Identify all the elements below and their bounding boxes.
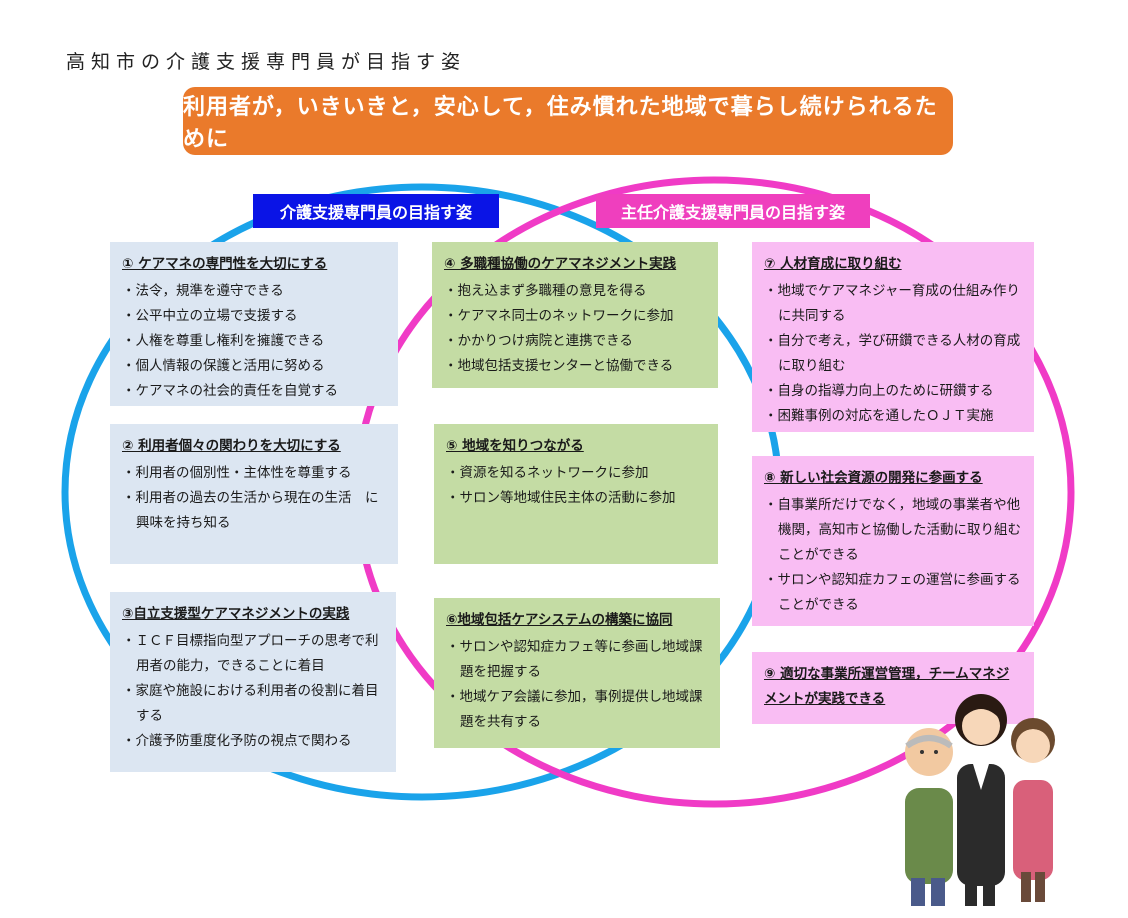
box-4-heading: ④ 多職種協働のケアマネジメント実践 [444,256,677,272]
box-2-item: ・利用者の過去の生活から現在の生活 に興味を持ち知る [122,490,379,531]
box-8-item: ・自事業所だけでなく，地域の事業者や他機関，高知市と協働した活動に取り組むことが… [764,497,1021,563]
people-illustration [905,694,1055,906]
box-7-item: ・困難事例の対応を通したＯＪＴ実施 [764,408,994,424]
box-7-item: ・自分で考え，学び研鑽できる人材の育成に取り組む [764,333,1021,374]
box-4: ④ 多職種協働のケアマネジメント実践 ・抱え込まず多職種の意見を得る ・ケアマネ… [432,242,718,388]
box-4-item: ・かかりつけ病院と連携できる [444,333,633,349]
right-circle-label: 主任介護支援専門員の目指す姿 [596,194,870,228]
box-1-item: ・ケアマネの社会的責任を自覚する [122,383,338,399]
box-2: ② 利用者個々の関わりを大切にする ・利用者の個別性・主体性を尊重する ・利用者… [110,424,398,564]
box-1-item: ・個人情報の保護と活用に努める [122,358,325,374]
box-6-item: ・地域ケア会議に参加，事例提供し地域課題を共有する [446,689,703,730]
left-circle-label: 介護支援専門員の目指す姿 [253,194,499,228]
old-man-figure [905,728,953,906]
box-3-item: ・家庭や施設における利用者の役割に着目する [122,683,379,724]
box-2-heading: ② 利用者個々の関わりを大切にする [122,438,341,454]
box-8: ⑧ 新しい社会資源の開発に参画する ・自事業所だけでなく，地域の事業者や他機関，… [752,456,1034,626]
box-6-item: ・サロンや認知症カフェ等に参画し地域課題を把握する [446,639,703,680]
box-7-item: ・自身の指導力向上のために研鑽する [764,383,994,399]
box-1-item: ・人権を尊重し権利を擁護できる [122,333,325,349]
box-6: ⑥地域包括ケアシステムの構築に協同 ・サロンや認知症カフェ等に参画し地域課題を把… [434,598,720,748]
box-3-item: ・介護予防重度化予防の視点で関わる [122,733,352,749]
box-5: ⑤ 地域を知りつながる ・資源を知るネットワークに参加 ・サロン等地域住民主体の… [434,424,718,564]
box-1-heading: ① ケアマネの専門性を大切にする [122,256,328,272]
box-3-heading: ③自立支援型ケアマネジメントの実践 [122,606,350,622]
box-5-item: ・資源を知るネットワークに参加 [446,465,649,481]
goal-banner: 利用者が，いきいきと，安心して，住み慣れた地域で暮らし続けられるために [183,87,953,155]
box-7-item: ・地域でケアマネジャー育成の仕組み作りに共同する [764,283,1020,324]
box-4-item: ・抱え込まず多職種の意見を得る [444,283,647,299]
box-1: ① ケアマネの専門性を大切にする ・法令，規準を遵守できる ・公平中立の立場で支… [110,242,398,406]
box-8-item: ・サロンや認知症カフェの運営に参画することができる [764,572,1021,613]
box-2-item: ・利用者の個別性・主体性を尊重する [122,465,352,481]
box-7: ⑦ 人材育成に取り組む ・地域でケアマネジャー育成の仕組み作りに共同する ・自分… [752,242,1034,432]
box-4-item: ・ケアマネ同士のネットワークに参加 [444,308,674,324]
box-5-heading: ⑤ 地域を知りつながる [446,438,584,454]
box-7-heading: ⑦ 人材育成に取り組む [764,256,902,272]
box-5-item: ・サロン等地域住民主体の活動に参加 [446,490,676,506]
box-1-item: ・法令，規準を遵守できる [122,283,284,299]
box-3: ③自立支援型ケアマネジメントの実践 ・ＩＣＦ目標指向型アプローチの思考で利用者の… [110,592,396,772]
woman-middle-figure [955,694,1007,906]
page-title: 高知市の介護支援専門員が目指す姿 [66,51,467,73]
box-4-item: ・地域包括支援センターと協働できる [444,358,674,374]
box-8-heading: ⑧ 新しい社会資源の開発に参画する [764,470,983,486]
woman-right-figure [1011,718,1055,902]
box-9-heading: ⑨ 適切な事業所運営管理，チームマネジメントが実践できる [764,666,1010,707]
box-3-item: ・ＩＣＦ目標指向型アプローチの思考で利用者の能力，できることに着目 [122,633,379,674]
box-6-heading: ⑥地域包括ケアシステムの構築に協同 [446,612,673,628]
box-1-item: ・公平中立の立場で支援する [122,308,298,324]
